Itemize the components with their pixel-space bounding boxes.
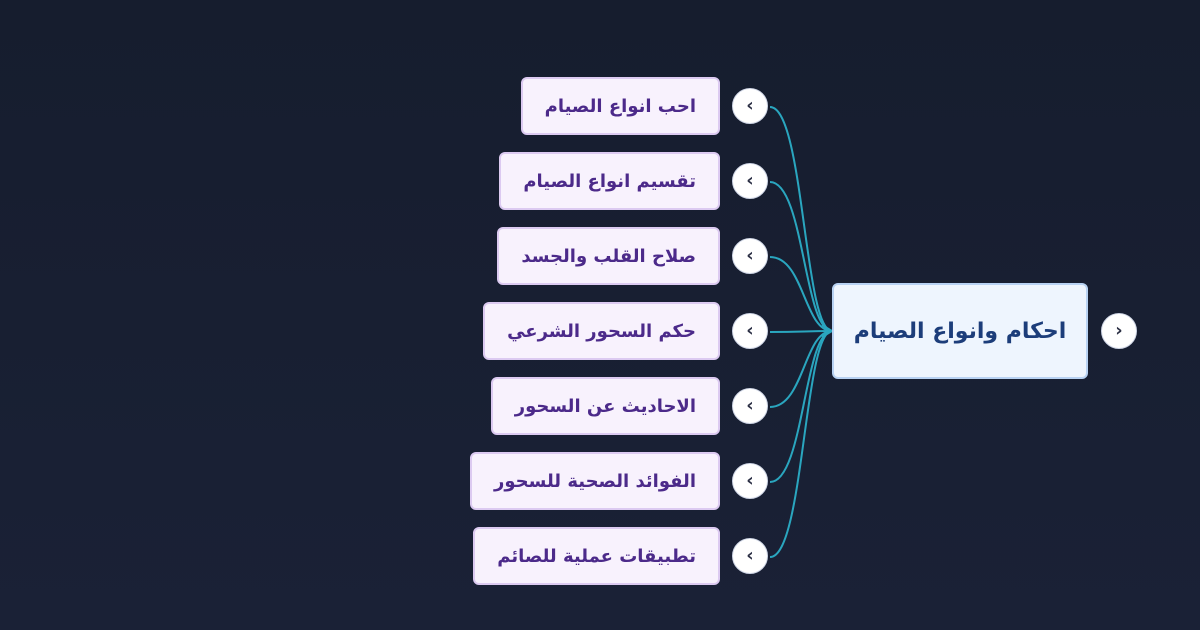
subtopic-node-7[interactable]: تطبيقات عملية للصائم: [473, 527, 720, 585]
subtopic-label: تطبيقات عملية للصائم: [497, 545, 696, 567]
chevron-left-icon: ‹: [746, 395, 754, 416]
subtopic-node-5[interactable]: الاحاديث عن السحور: [490, 377, 720, 435]
subtopic-label: صلاح القلب والجسد: [521, 245, 696, 267]
connector-line-4: [769, 330, 833, 333]
subtopic-toggle-3[interactable]: ‹: [732, 238, 768, 274]
subtopic-node-6[interactable]: الفوائد الصحية للسحور: [470, 452, 720, 510]
chevron-left-icon: ‹: [746, 545, 754, 566]
subtopic-label: احب انواع الصيام: [544, 95, 696, 117]
connector-line-3: [769, 256, 833, 332]
chevron-left-icon: ‹: [746, 245, 754, 266]
subtopic-node-4[interactable]: حكم السحور الشرعي: [483, 302, 720, 360]
subtopic-toggle-5[interactable]: ‹: [732, 388, 768, 424]
subtopic-label: الفوائد الصحية للسحور: [494, 470, 696, 492]
chevron-left-icon: ‹: [746, 170, 754, 191]
subtopic-toggle-2[interactable]: ‹: [732, 163, 768, 199]
connector-line-5: [769, 330, 833, 408]
subtopic-label: تقسيم انواع الصيام: [523, 170, 696, 192]
root-topic-node[interactable]: احكام وانواع الصيام: [832, 283, 1088, 379]
chevron-left-icon: ‹: [746, 320, 754, 341]
subtopic-label: حكم السحور الشرعي: [507, 320, 696, 342]
connector-line-1: [769, 106, 833, 332]
chevron-left-icon: ‹: [746, 95, 754, 116]
subtopic-toggle-6[interactable]: ‹: [732, 463, 768, 499]
subtopic-toggle-4[interactable]: ‹: [732, 313, 768, 349]
subtopic-node-1[interactable]: احب انواع الصيام: [520, 77, 720, 135]
subtopic-node-2[interactable]: تقسيم انواع الصيام: [499, 152, 720, 210]
subtopic-toggle-7[interactable]: ‹: [732, 538, 768, 574]
chevron-left-icon: ‹: [746, 470, 754, 491]
subtopic-node-3[interactable]: صلاح القلب والجسد: [497, 227, 720, 285]
root-topic-label: احكام وانواع الصيام: [853, 318, 1067, 344]
root-expand-toggle[interactable]: ›: [1101, 313, 1137, 349]
subtopic-toggle-1[interactable]: ‹: [732, 88, 768, 124]
connector-line-7: [769, 330, 833, 558]
subtopic-label: الاحاديث عن السحور: [514, 395, 696, 417]
chevron-right-icon: ›: [1115, 320, 1123, 341]
